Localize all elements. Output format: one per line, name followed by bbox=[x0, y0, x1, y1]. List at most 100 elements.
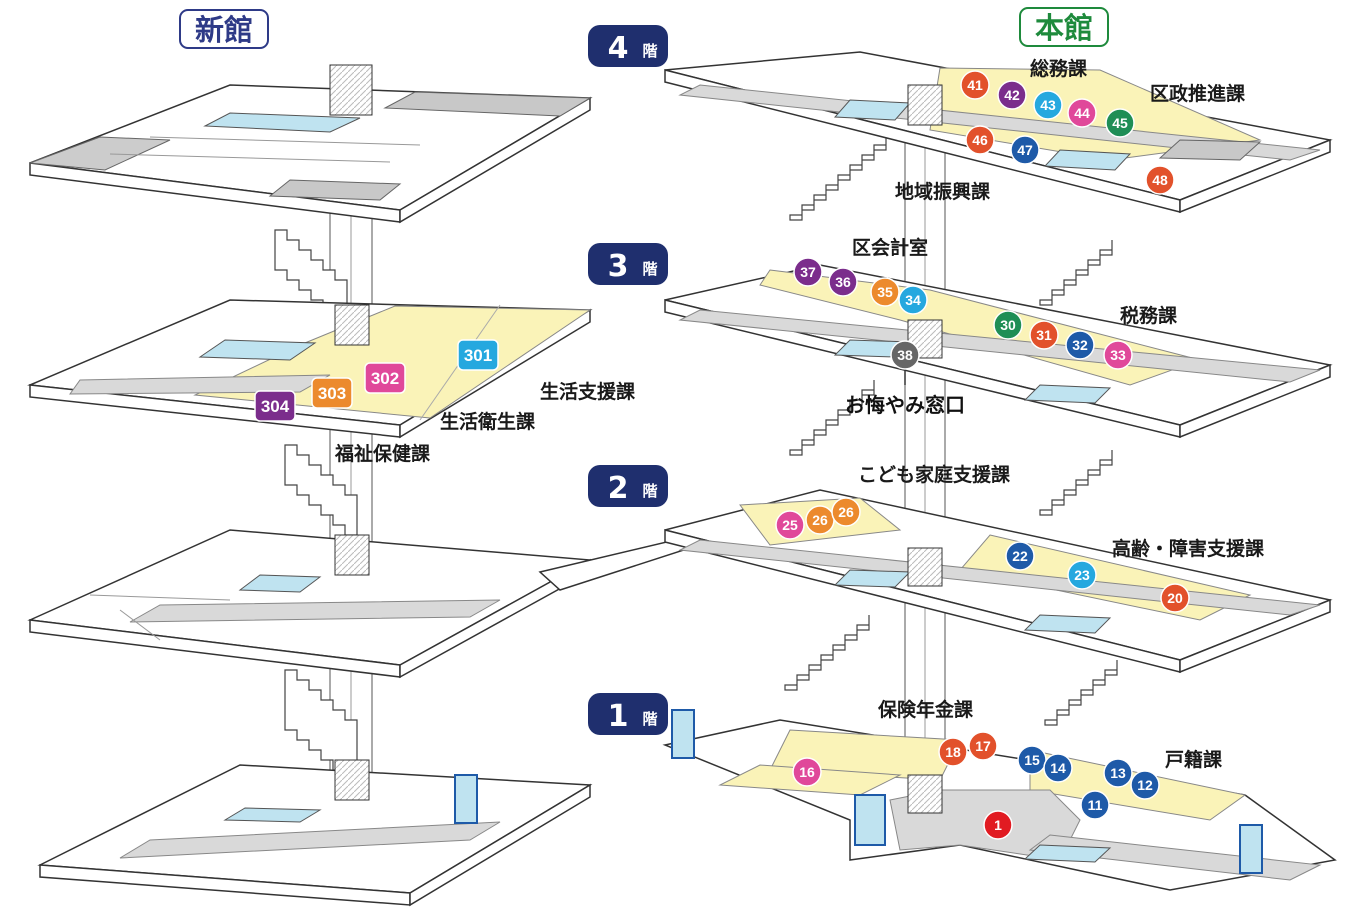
marker-label: 37 bbox=[800, 264, 816, 280]
marker-30: 30 bbox=[993, 310, 1023, 340]
main-floor-3 bbox=[664, 264, 1333, 439]
marker-32: 32 bbox=[1065, 330, 1095, 360]
marker-25: 25 bbox=[775, 510, 805, 540]
marker-label: 26 bbox=[838, 504, 854, 520]
marker-37: 37 bbox=[793, 257, 823, 287]
square-marker-301: 301 bbox=[457, 339, 499, 371]
marker-41: 41 bbox=[960, 70, 990, 100]
marker-label: 13 bbox=[1110, 765, 1126, 781]
square-marker-label: 301 bbox=[464, 346, 492, 365]
main-elevator-shaft bbox=[904, 95, 946, 810]
marker-label: 25 bbox=[782, 517, 798, 533]
new-floor-4 bbox=[29, 84, 593, 224]
marker-label: 34 bbox=[905, 292, 921, 308]
elevator-icon bbox=[329, 64, 373, 801]
window-square-markers: 301 302 303 304 bbox=[254, 339, 499, 422]
dept-koseki: 戸籍課 bbox=[1165, 748, 1223, 771]
square-marker-label: 303 bbox=[318, 384, 346, 403]
marker-label: 31 bbox=[1036, 327, 1052, 343]
dept-chiiki: 地域振興課 bbox=[895, 180, 991, 203]
marker-35: 35 bbox=[870, 277, 900, 307]
marker-label: 18 bbox=[945, 744, 961, 760]
svg-text:階: 階 bbox=[642, 482, 657, 500]
marker-16: 16 bbox=[792, 757, 822, 787]
marker-label: 48 bbox=[1152, 172, 1168, 188]
marker-label: 23 bbox=[1074, 567, 1090, 583]
square-marker-label: 302 bbox=[371, 369, 399, 388]
main-floor-4 bbox=[664, 51, 1333, 214]
marker-34: 34 bbox=[898, 285, 928, 315]
new-staircase bbox=[274, 229, 358, 781]
square-marker-303: 303 bbox=[311, 377, 353, 409]
dept-kodomo: こども家庭支援課 bbox=[858, 463, 1011, 486]
marker-label: 32 bbox=[1072, 337, 1088, 353]
marker-label: 26 bbox=[812, 512, 828, 528]
dept-kaikei: 区会計室 bbox=[852, 236, 928, 259]
svg-text:階: 階 bbox=[642, 42, 657, 60]
marker-22: 22 bbox=[1005, 541, 1035, 571]
marker-label: 35 bbox=[877, 284, 893, 300]
marker-label: 36 bbox=[835, 274, 851, 290]
marker-13: 13 bbox=[1103, 758, 1133, 788]
marker-label: 20 bbox=[1167, 590, 1183, 606]
svg-text:階: 階 bbox=[642, 260, 657, 278]
svg-text:4: 4 bbox=[608, 31, 629, 66]
marker-label: 12 bbox=[1137, 777, 1153, 793]
marker-12: 12 bbox=[1130, 770, 1160, 800]
marker-48: 48 bbox=[1145, 165, 1175, 195]
square-marker-304: 304 bbox=[254, 390, 296, 422]
marker-label: 45 bbox=[1112, 115, 1128, 131]
marker-42: 42 bbox=[997, 80, 1027, 110]
marker-label: 11 bbox=[1088, 797, 1103, 813]
svg-text:3: 3 bbox=[608, 249, 629, 284]
marker-label: 1 bbox=[994, 817, 1002, 833]
marker-44: 44 bbox=[1067, 98, 1097, 128]
marker-label: 41 bbox=[967, 77, 983, 93]
counter-markers: 41 42 43 44 45 46 47 48 37 36 35 34 30 31 32 33 38 25 26 26… bbox=[775, 70, 1190, 840]
svg-text:階: 階 bbox=[642, 710, 657, 728]
square-marker-302: 302 bbox=[364, 362, 406, 394]
new-building-label: 新館 bbox=[179, 9, 269, 49]
marker-43: 43 bbox=[1033, 90, 1063, 120]
new-floor-2 bbox=[27, 529, 593, 679]
svg-text:本館: 本館 bbox=[1035, 11, 1093, 45]
marker-20: 20 bbox=[1160, 583, 1190, 613]
dept-zeimu: 税務課 bbox=[1120, 304, 1178, 327]
marker-label: 43 bbox=[1040, 97, 1056, 113]
marker-17: 17 bbox=[968, 731, 998, 761]
dept-seikatsu-shien: 生活支援課 bbox=[540, 380, 636, 403]
main-entrance-door-south bbox=[854, 794, 886, 846]
square-marker-label: 304 bbox=[261, 397, 290, 416]
main-building-label: 本館 bbox=[1019, 7, 1109, 47]
new-elevator-shaft bbox=[329, 110, 373, 800]
new-floor-1 bbox=[37, 764, 593, 907]
marker-label: 38 bbox=[897, 347, 913, 363]
marker-47: 47 bbox=[1010, 135, 1040, 165]
marker-14: 14 bbox=[1043, 753, 1073, 783]
dept-korei: 高齢・障害支援課 bbox=[1112, 537, 1265, 560]
marker-label: 47 bbox=[1017, 142, 1033, 158]
floor-badge-1: 1 階 bbox=[588, 693, 668, 735]
marker-label: 46 bbox=[972, 132, 988, 148]
main-entrance-door-west bbox=[671, 709, 695, 759]
elevator-icon bbox=[907, 84, 943, 814]
dept-seikatsu-eisei: 生活衛生課 bbox=[440, 410, 536, 433]
marker-18: 18 bbox=[938, 737, 968, 767]
marker-46: 46 bbox=[965, 125, 995, 155]
marker-33: 33 bbox=[1103, 340, 1133, 370]
svg-text:新館: 新館 bbox=[195, 13, 253, 47]
main-floor-1 bbox=[662, 709, 1337, 891]
dept-somu: 総務課 bbox=[1030, 57, 1088, 80]
marker-label: 33 bbox=[1110, 347, 1126, 363]
marker-label: 22 bbox=[1012, 548, 1028, 564]
marker-label: 42 bbox=[1004, 87, 1020, 103]
floor-badge-2: 2 階 bbox=[588, 465, 668, 507]
svg-text:2: 2 bbox=[608, 471, 629, 506]
marker-label: 16 bbox=[799, 764, 815, 780]
dept-fukushi: 福祉保健課 bbox=[334, 442, 431, 465]
main-floor-2 bbox=[664, 489, 1333, 674]
marker-label: 15 bbox=[1024, 752, 1040, 768]
marker-36: 36 bbox=[828, 267, 858, 297]
marker-label: 14 bbox=[1050, 760, 1066, 776]
